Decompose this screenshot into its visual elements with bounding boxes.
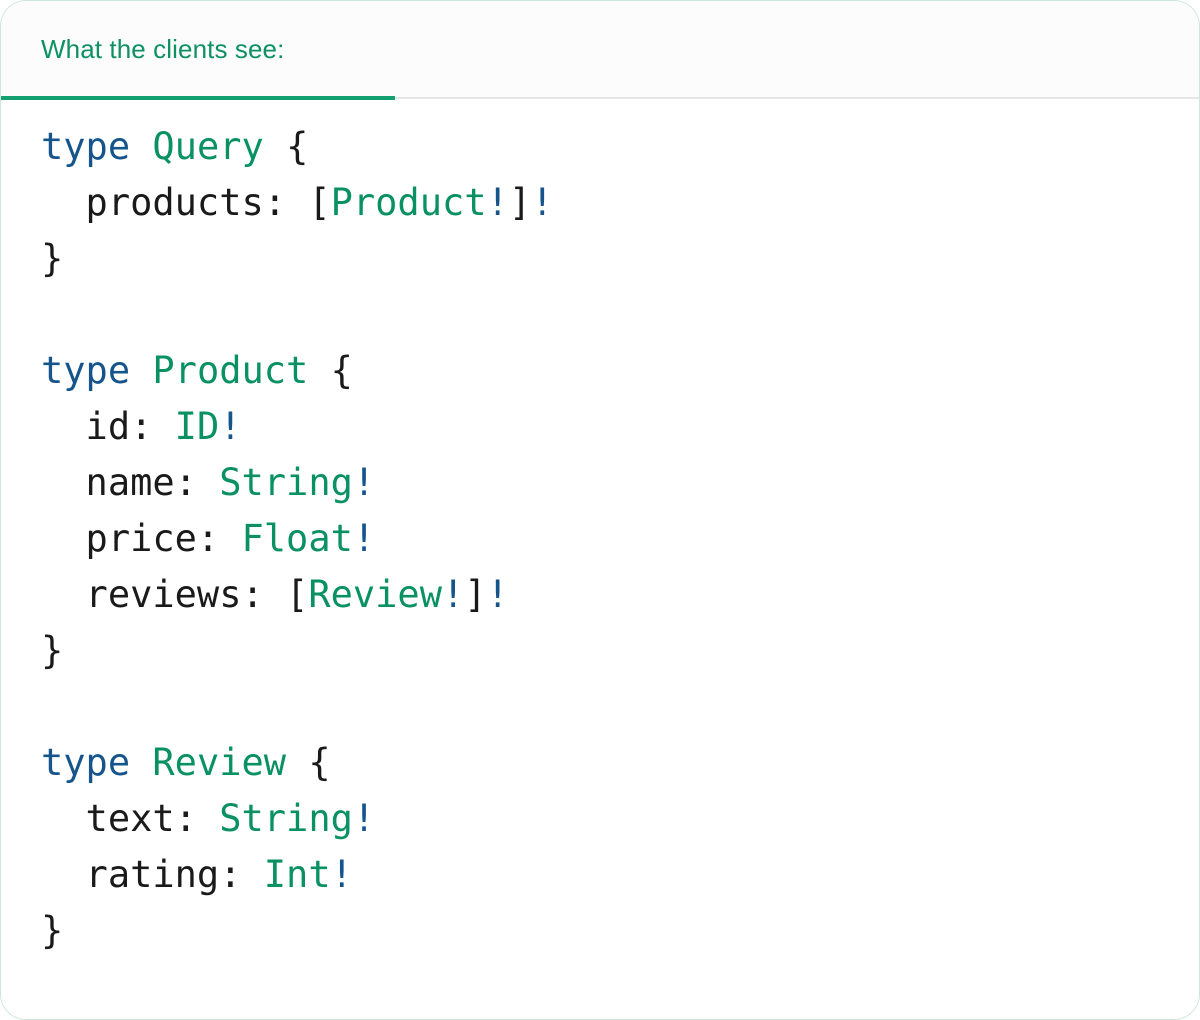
code-line: } xyxy=(41,629,63,672)
tab-bar: What the clients see: xyxy=(1,1,1199,100)
code-token-plain xyxy=(264,125,286,168)
code-line: price: Float! xyxy=(41,517,376,560)
code-token-bang: ! xyxy=(330,853,353,896)
code-token-punct: [ xyxy=(308,181,331,224)
code-token-type: String xyxy=(219,797,353,840)
code-line: name: String! xyxy=(41,461,376,504)
code-token-plain xyxy=(152,405,174,448)
code-token-plain xyxy=(130,741,152,784)
code-token-type: Product xyxy=(152,349,309,392)
code-token-bang: ! xyxy=(441,573,465,616)
code-token-field: rating: xyxy=(41,853,242,896)
code-token-punct: ] xyxy=(508,181,532,224)
code-token-kw: type xyxy=(41,125,131,168)
code-token-field: text: xyxy=(41,797,197,840)
code-token-punct: } xyxy=(41,237,64,280)
code-token-bang: ! xyxy=(486,573,509,616)
code-token-plain xyxy=(308,349,330,392)
code-token-plain xyxy=(130,349,152,392)
code-token-bang: ! xyxy=(219,405,242,448)
code-token-punct: { xyxy=(308,741,331,784)
graphql-schema-code[interactable]: type Query { products: [Product!]! } typ… xyxy=(1,119,1199,959)
code-line: rating: Int! xyxy=(41,853,353,896)
code-panel: type Query { products: [Product!]! } typ… xyxy=(1,99,1199,1019)
code-token-punct: { xyxy=(286,125,309,168)
code-token-punct: } xyxy=(41,909,64,952)
code-line: products: [Product!]! xyxy=(41,181,554,224)
code-token-type: Product xyxy=(330,181,487,224)
code-token-plain xyxy=(197,461,219,504)
code-token-plain xyxy=(286,181,308,224)
code-token-punct: } xyxy=(41,629,64,672)
code-token-type: Float xyxy=(241,517,353,560)
code-token-plain xyxy=(130,125,152,168)
code-token-bang: ! xyxy=(531,181,554,224)
code-line: text: String! xyxy=(41,797,376,840)
code-token-field: name: xyxy=(41,461,197,504)
code-token-bang: ! xyxy=(352,517,376,560)
code-line: id: ID! xyxy=(41,405,242,448)
code-line: } xyxy=(41,909,63,952)
code-token-plain xyxy=(264,573,286,616)
code-token-type: String xyxy=(219,461,353,504)
code-token-bang: ! xyxy=(352,461,376,504)
tab-what-the-clients-see[interactable]: What the clients see: xyxy=(1,1,395,100)
code-token-field: products: xyxy=(41,181,287,224)
code-token-type: Query xyxy=(152,125,264,168)
code-token-type: ID xyxy=(174,405,220,448)
code-token-kw: type xyxy=(41,741,131,784)
code-token-field: reviews: xyxy=(41,573,264,616)
code-token-punct: { xyxy=(330,349,353,392)
code-line: type Review { xyxy=(41,741,331,784)
code-token-field: id: xyxy=(41,405,153,448)
code-token-kw: type xyxy=(41,349,131,392)
code-token-plain xyxy=(219,517,241,560)
code-token-type: Int xyxy=(263,853,331,896)
code-line: type Product { xyxy=(41,349,353,392)
code-token-plain xyxy=(197,797,219,840)
code-token-punct: [ xyxy=(286,573,309,616)
code-token-bang: ! xyxy=(352,797,376,840)
code-token-punct: ] xyxy=(464,573,487,616)
code-token-type: Review xyxy=(152,741,287,784)
tab-label: What the clients see: xyxy=(41,34,285,64)
code-token-field: price: xyxy=(41,517,220,560)
code-token-plain xyxy=(286,741,308,784)
code-token-plain xyxy=(241,853,263,896)
code-line: type Query { xyxy=(41,125,308,168)
code-line: reviews: [Review!]! xyxy=(41,573,509,616)
code-token-type: Review xyxy=(308,573,442,616)
code-token-bang: ! xyxy=(486,181,509,224)
code-line: } xyxy=(41,237,63,280)
